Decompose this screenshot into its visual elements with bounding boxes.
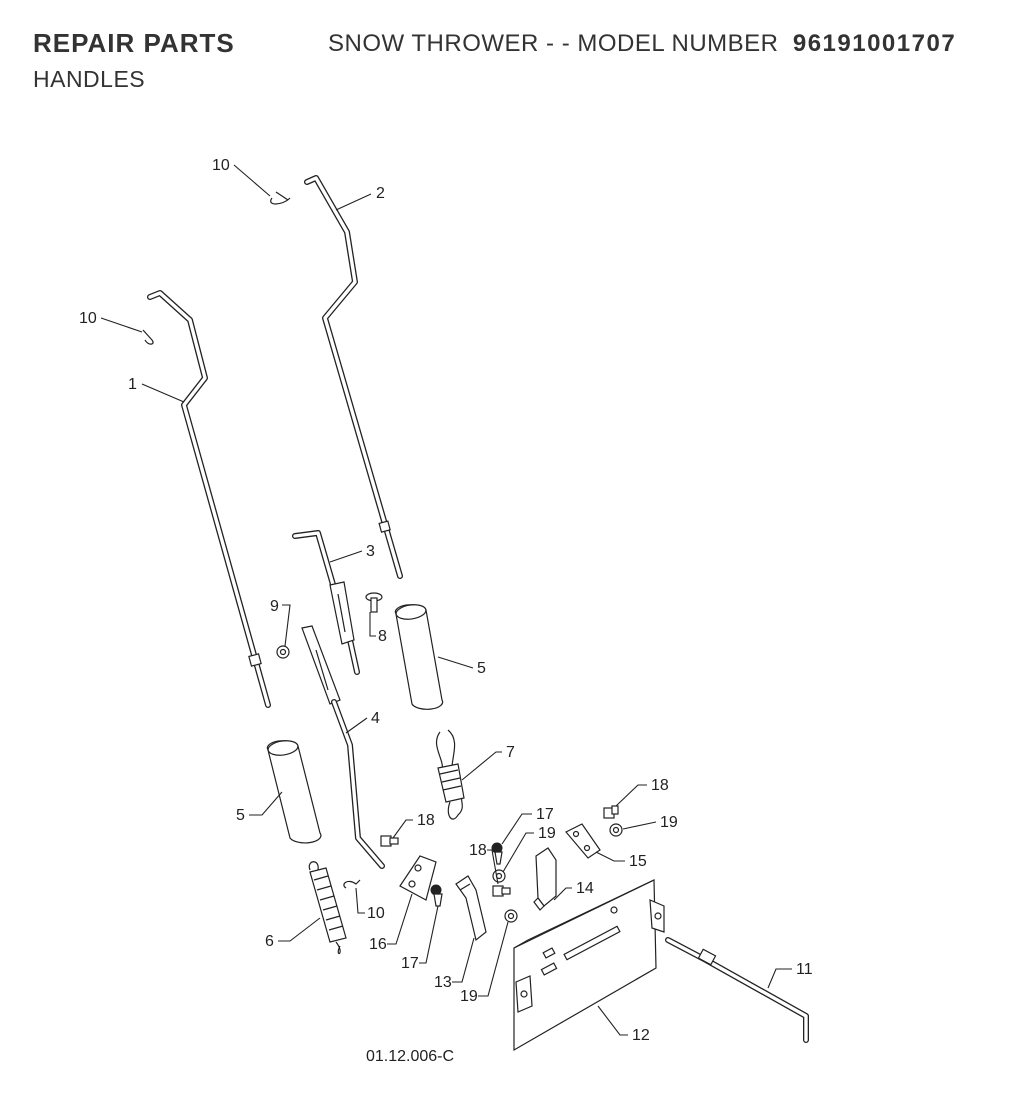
svg-text:10: 10 [367,905,385,922]
part-5-grip-upper [394,604,444,710]
callout-9: 9 [270,598,291,647]
svg-text:18: 18 [469,842,487,859]
callout-19-a: 19 [502,825,556,873]
part-9-nut [276,645,290,659]
callout-15: 15 [595,851,647,870]
model-number: 96191001707 [792,30,957,57]
callout-5-upper: 5 [437,656,486,677]
callout-17-lower: 17 [401,905,439,972]
part-12-panel [513,879,665,1052]
callout-16: 16 [369,893,413,953]
callout-18-b: 18 [469,842,499,885]
part-6-spring [308,861,347,955]
svg-text:10: 10 [212,157,230,174]
part-3-rod [292,530,360,675]
callout-7: 7 [461,744,515,781]
callout-3: 3 [329,543,375,563]
part-10-clip-left [142,329,154,345]
callout-8: 8 [369,612,387,645]
section-title: REPAIR PARTS [33,28,235,58]
svg-text:5: 5 [477,660,486,677]
svg-text:14: 14 [576,880,594,897]
part-15-plate [565,823,601,859]
part-18-bolt-a [380,835,399,847]
figure-code: 01.12.006-C [366,1048,454,1065]
callout-1: 1 [128,376,185,403]
part-13-bracket [455,875,487,942]
callout-5-lower: 5 [236,791,283,824]
part-10-clip-lower [343,879,361,889]
part-4-rod [301,625,385,869]
part-2-rod [304,175,403,579]
callout-10-lower: 10 [355,887,385,922]
part-8-bolt [365,592,383,613]
product-title: SNOW THROWER - - MODEL NUMBER 9619100170… [328,30,956,58]
product-label: SNOW THROWER - - MODEL NUMBER [328,30,779,57]
svg-text:1: 1 [128,376,137,393]
callout-11: 11 [767,961,813,989]
part-7-spring [435,729,465,820]
svg-text:7: 7 [506,744,515,761]
svg-text:16: 16 [369,936,387,953]
svg-text:18: 18 [651,777,669,794]
callout-4: 4 [345,710,380,734]
callout-10-top: 10 [212,157,271,197]
callout-19-c: 19 [622,814,678,831]
svg-text:11: 11 [796,961,813,978]
svg-text:19: 19 [538,825,556,842]
svg-text:4: 4 [371,710,380,727]
svg-text:2: 2 [376,185,385,202]
callout-13: 13 [434,937,475,991]
part-19-nut-c [609,823,623,837]
svg-text:15: 15 [629,853,647,870]
svg-text:17: 17 [536,806,554,823]
part-16-plate [399,855,437,901]
part-17-bolt-left [430,884,443,907]
svg-text:6: 6 [265,933,274,950]
part-1-rod [147,290,271,708]
part-14-bracket [533,847,557,911]
svg-text:3: 3 [366,543,375,560]
callout-17-upper: 17 [501,806,554,845]
svg-text:18: 18 [417,812,435,829]
part-11-rod [665,937,809,1043]
part-18-bolt-c [603,805,619,819]
callout-18-c: 18 [615,777,669,807]
callout-2: 2 [335,185,385,211]
part-10-clip-top [270,191,291,205]
part-19-nut-b [504,909,518,923]
part-5-grip-lower [266,740,322,844]
svg-text:19: 19 [460,988,478,1005]
svg-text:13: 13 [434,974,452,991]
callout-19-b: 19 [460,921,509,1005]
svg-text:12: 12 [632,1027,650,1044]
callout-10-left: 10 [79,310,143,333]
callout-12: 12 [597,1005,650,1044]
part-18-bolt-b [492,885,511,897]
subtitle: HANDLES [33,66,146,92]
svg-text:19: 19 [660,814,678,831]
callout-6: 6 [265,917,321,950]
svg-text:10: 10 [79,310,97,327]
svg-text:5: 5 [236,807,245,824]
svg-text:9: 9 [270,598,279,615]
callout-14: 14 [553,880,594,901]
part-17-bolt-right [491,842,503,865]
svg-text:17: 17 [401,955,419,972]
svg-text:8: 8 [378,628,387,645]
callout-18-a: 18 [392,812,435,839]
